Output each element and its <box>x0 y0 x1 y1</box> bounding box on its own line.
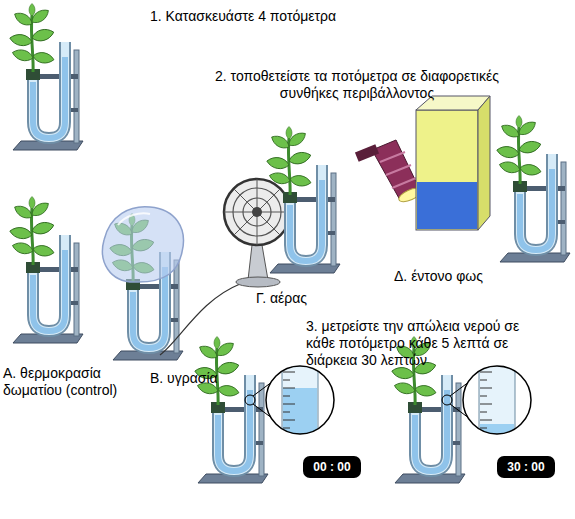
zoom-marker <box>245 395 255 405</box>
tank-water <box>416 110 478 230</box>
bag-highlight <box>118 213 150 225</box>
zoom-right <box>442 360 531 450</box>
condition-label: Β. υγρασία <box>150 370 250 387</box>
fan-hub <box>252 207 262 217</box>
condition-label: Α. θερμοκρασία δωματίου (control) <box>3 365 125 399</box>
lamp <box>355 140 423 204</box>
tube-zoom <box>479 360 515 450</box>
fan-grille <box>224 179 290 245</box>
step-text: 3. μετρείστε την απώλεια νερού σε κάθε π… <box>306 318 546 369</box>
potometer <box>9 197 83 344</box>
condition-label: Δ. έντονο φως <box>394 268 504 285</box>
condition-label: Γ. αέρας <box>256 290 346 307</box>
step-text: 1. Κατασκευάστε 4 ποτόμετρα <box>150 8 470 25</box>
zoom-circle <box>463 366 531 434</box>
lamp-socket <box>355 144 379 162</box>
timer-text: 00 : 00 <box>313 460 350 474</box>
timer-display: 30 : 00 <box>497 456 555 478</box>
fan-grille <box>224 179 290 245</box>
zoom-circle <box>266 366 334 434</box>
scale-ticks <box>283 372 295 428</box>
tank-side <box>478 96 490 230</box>
zoom-marker <box>442 395 452 405</box>
lamp-ribs <box>380 152 416 188</box>
fan-stand <box>248 245 268 280</box>
timer-text: 30 : 00 <box>507 460 544 474</box>
zoom-left <box>245 360 334 450</box>
potometer <box>496 116 570 263</box>
timer-display: 00 : 00 <box>303 456 361 478</box>
water-zoom <box>283 388 317 448</box>
scale-ticks <box>480 372 492 428</box>
fan-base <box>236 277 280 287</box>
potometer <box>194 337 268 484</box>
potometer <box>9 4 83 151</box>
tube-zoom <box>282 360 318 450</box>
potometer <box>266 127 340 274</box>
tank-blue-layer <box>417 182 477 229</box>
plastic-bag <box>102 207 183 282</box>
step-text: 2. τοποθετείστε τα ποτόμετρα σε διαφορετ… <box>212 68 502 102</box>
water-tank <box>416 96 490 230</box>
